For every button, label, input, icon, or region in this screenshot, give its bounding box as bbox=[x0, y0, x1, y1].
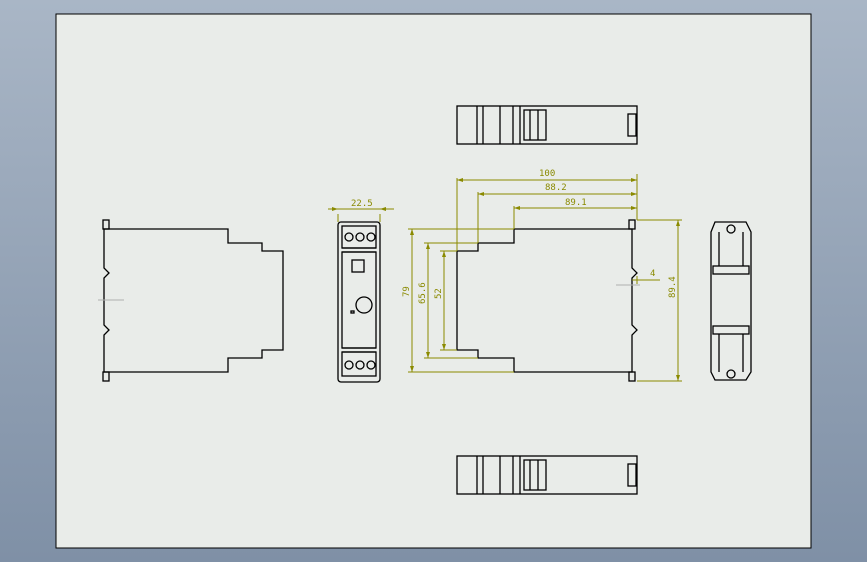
dim-height-total: 79 bbox=[402, 286, 412, 297]
views bbox=[98, 105, 752, 495]
dimension-labels: 22.5 100 88.2 89.1 79 65.6 52 89.4 4 bbox=[351, 169, 678, 304]
dim-length-mid: 88.2 bbox=[545, 183, 567, 193]
dimension-arrows bbox=[332, 178, 680, 381]
dim-width-front: 22.5 bbox=[351, 199, 373, 209]
dim-height-side: 89.4 bbox=[668, 276, 678, 298]
bottom-view bbox=[456, 455, 638, 495]
right-end-view bbox=[710, 221, 752, 381]
front-view bbox=[337, 221, 381, 383]
dim-height-inner: 52 bbox=[434, 288, 444, 299]
dim-length-inner: 89.1 bbox=[565, 198, 587, 208]
dimension-lines bbox=[328, 174, 682, 382]
left-side-view bbox=[98, 219, 284, 382]
dim-length-overall: 100 bbox=[539, 169, 555, 179]
dim-offset-small: 4 bbox=[650, 269, 655, 279]
dim-height-mid: 65.6 bbox=[418, 282, 428, 304]
drawing-sheet bbox=[55, 13, 812, 549]
top-view bbox=[456, 105, 638, 145]
